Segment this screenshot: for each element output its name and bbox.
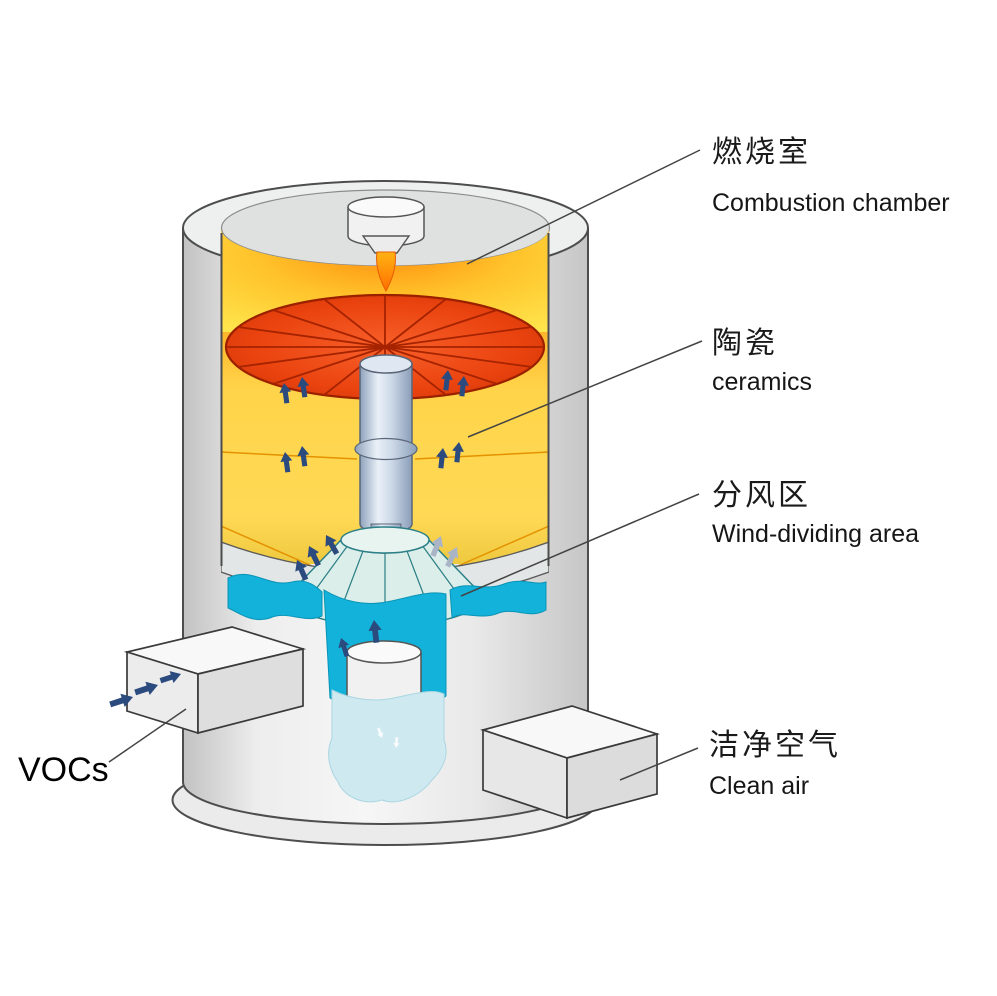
label-ceramics-zh: 陶瓷 — [712, 327, 778, 360]
leader-line — [108, 149, 703, 781]
label-vocs: VOCs — [18, 751, 109, 789]
clean-air-outlet-duct — [480, 705, 660, 820]
label-wind-dividing-zh: 分风区 — [712, 479, 811, 512]
label-combustion-chamber-en: Combustion chamber — [712, 189, 950, 217]
vocs-inlet-duct — [123, 626, 307, 735]
cutaway-edge — [220, 233, 550, 566]
label-wind-dividing-en: Wind-dividing area — [712, 520, 920, 548]
ceramic-disc — [224, 293, 546, 401]
label-combustion-chamber-zh: 燃烧室 — [712, 136, 811, 169]
burner — [347, 196, 425, 254]
center-column — [354, 354, 418, 555]
ceramic-bed-lines — [221, 451, 549, 567]
label-ceramics-en: ceramics — [712, 368, 813, 396]
label-clean-air-en: Clean air — [709, 772, 810, 800]
label-clean-air-zh: 洁净空气 — [709, 729, 841, 762]
clean-air-plume — [328, 689, 447, 803]
flame-icon — [376, 251, 396, 293]
